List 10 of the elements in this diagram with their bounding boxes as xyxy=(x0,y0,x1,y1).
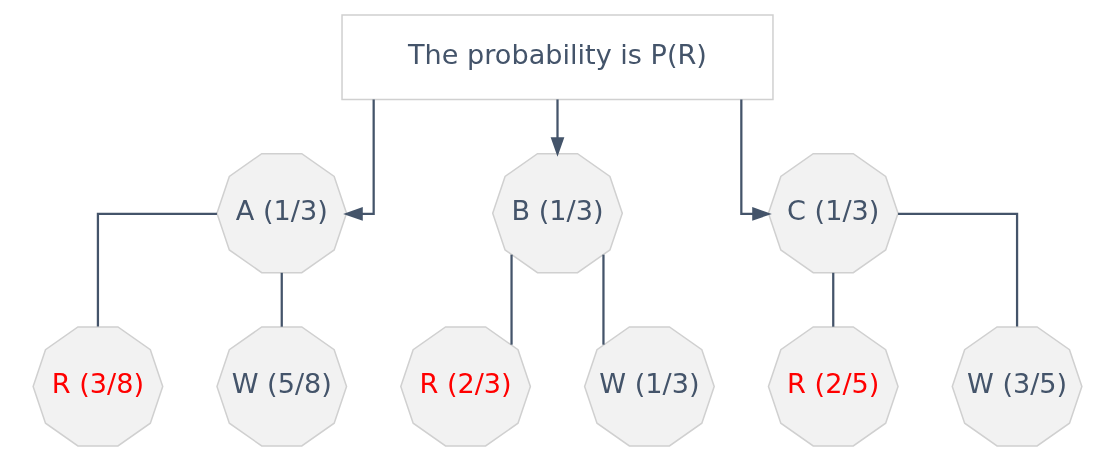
connector xyxy=(602,254,605,345)
arrow xyxy=(550,98,565,157)
connector xyxy=(898,212,1019,327)
connector xyxy=(832,272,835,327)
arrow xyxy=(740,99,772,221)
node-box: The probability is P(R) xyxy=(341,13,774,100)
arrow xyxy=(343,99,375,221)
connector xyxy=(280,272,283,327)
connector xyxy=(96,212,217,327)
connector xyxy=(510,254,513,345)
